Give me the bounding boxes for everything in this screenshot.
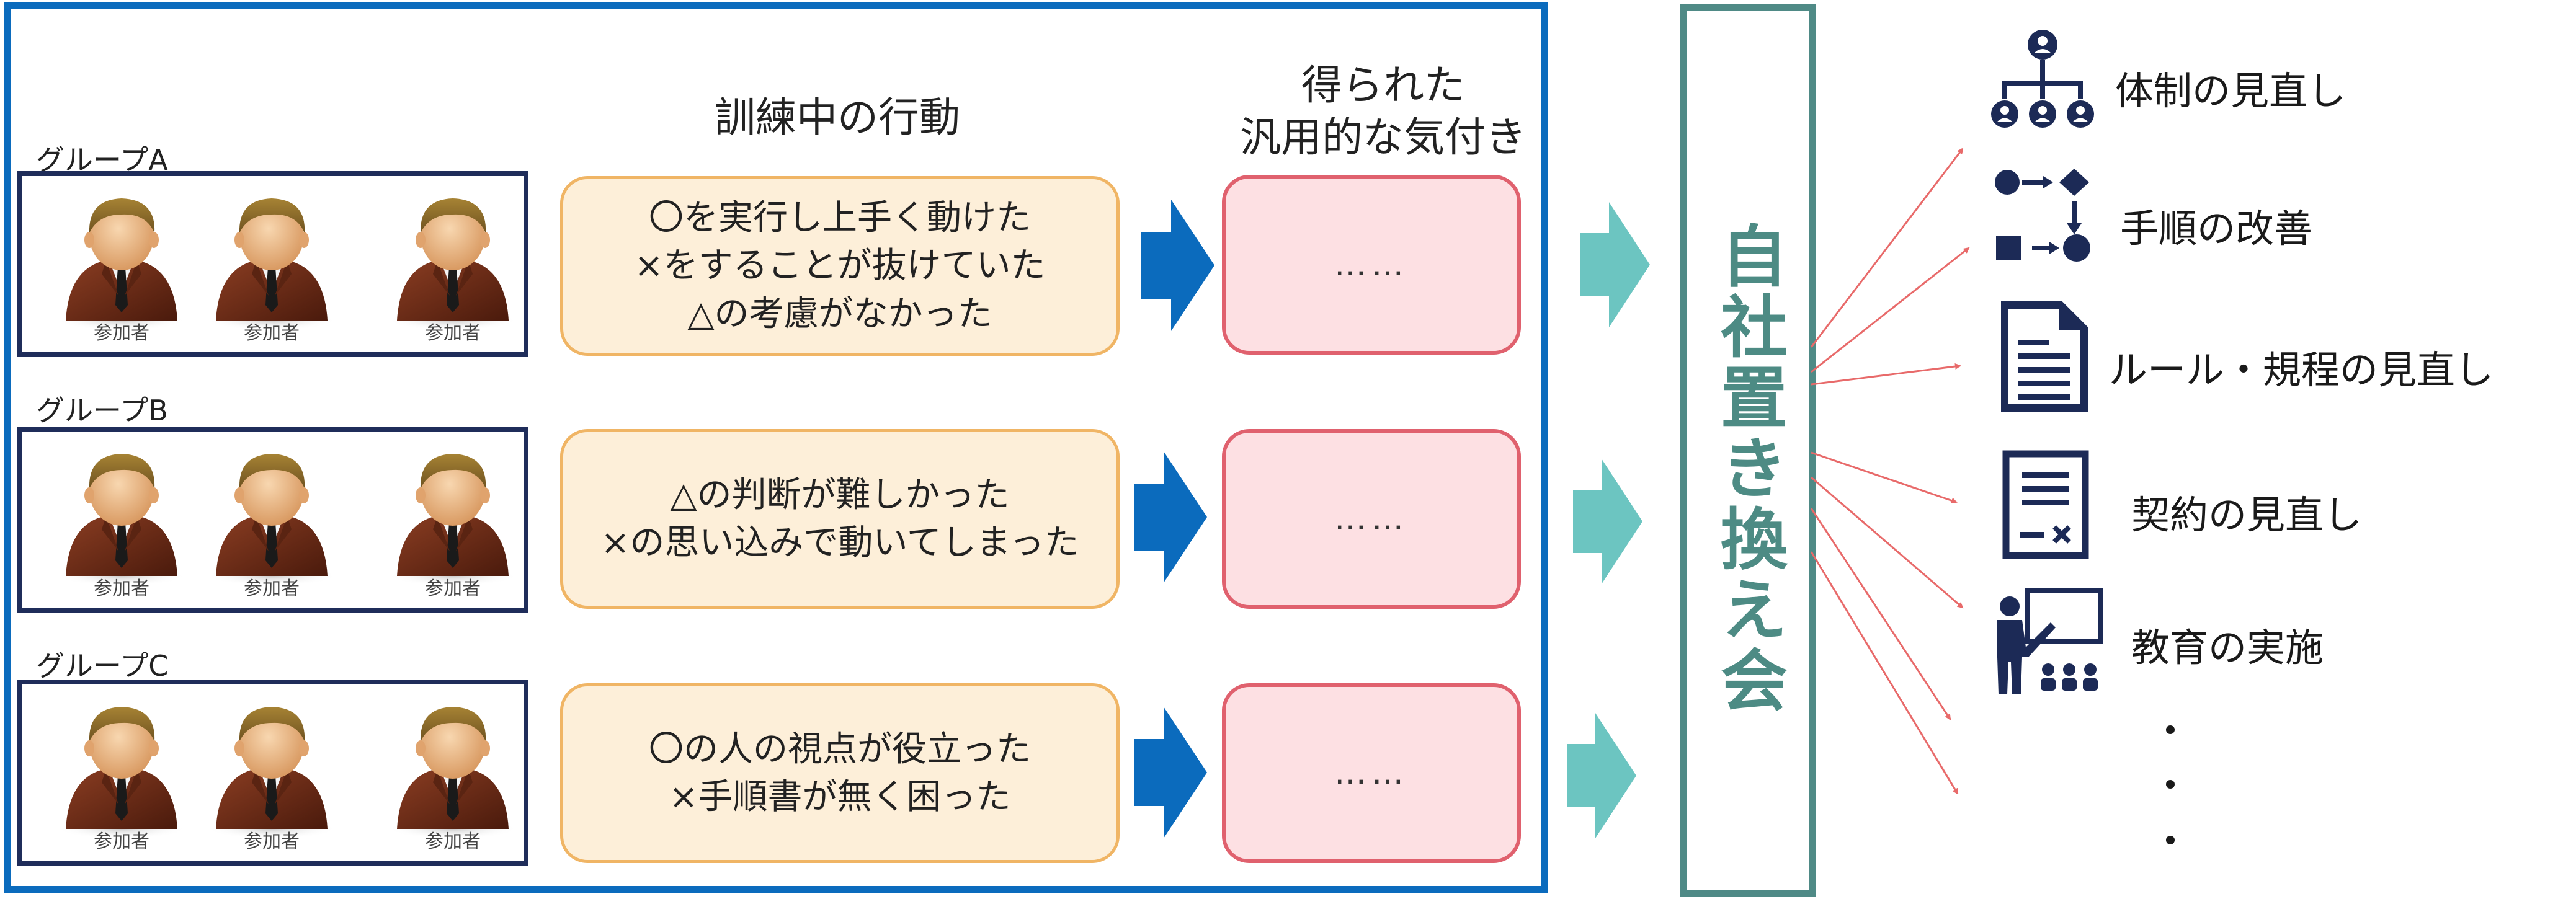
group-b-actions: △の判断が難しかった ×の思い込みで動いてしまった (560, 429, 1120, 609)
action-item: 〇を実行し上手く動けた (649, 198, 1031, 239)
participant-label: 参加者 (244, 322, 300, 344)
participant-label: 参加者 (244, 578, 300, 600)
outcome-label: 契約の見直し (2131, 492, 2363, 538)
group-c-arrow (1134, 707, 1207, 838)
participant-label: 参加者 (94, 831, 149, 852)
continuation-dot (2166, 780, 2175, 789)
group-c-box: 参加者 参加者 参加者 (17, 680, 528, 866)
group-a-insight: …… (1222, 175, 1521, 355)
insight-header-line2: 汎用的な気付き (1240, 113, 1526, 162)
participant-icon (388, 707, 518, 838)
action-item: ×の思い込みで動いてしまった (600, 523, 1079, 563)
participant-label: 参加者 (94, 322, 149, 344)
teal-arrow-1 (1580, 202, 1650, 327)
participant-icon (207, 707, 337, 838)
process-flow-icon (1995, 169, 2090, 262)
teal-arrow-3 (1567, 713, 1636, 838)
participant-label: 参加者 (244, 831, 300, 852)
continuation-dot (2166, 836, 2175, 844)
participant-icon (56, 198, 187, 330)
group-b-box: 参加者 参加者 参加者 (17, 427, 528, 613)
fan-arrow (1811, 451, 1958, 504)
action-column-header: 訓練中の行動 (715, 94, 960, 141)
group-b-insight: …… (1222, 429, 1521, 609)
fan-arrow (1811, 476, 1964, 609)
group-a-actions: 〇を実行し上手く動けた ×をすることが抜けていた △の考慮がなかった (560, 176, 1120, 356)
contract-icon (2002, 450, 2089, 559)
meeting-title: 自社置き換え会 (1709, 221, 1787, 716)
outcome-label: 教育の実施 (2131, 625, 2324, 670)
group-c-label: グループC (36, 649, 169, 683)
insight-header-line1: 得られた (1301, 61, 1465, 109)
outcome-label: 手順の改善 (2120, 206, 2313, 251)
fan-arrow (1811, 508, 1951, 720)
document-icon (2001, 301, 2088, 412)
insight-column-header: 得られた 汎用的な気付き (1166, 60, 1600, 164)
outcome-label: 体制の見直し (2115, 68, 2346, 113)
meeting-box: 自社置き換え会 (1680, 4, 1816, 897)
fan-arrow (1811, 363, 1961, 386)
group-c-actions: 〇の人の視点が役立った ×手順書が無く困った (560, 683, 1120, 863)
fan-arrow (1811, 247, 1970, 373)
outcome-label: ルール・規程の見直し (2109, 347, 2494, 392)
group-c-insight: …… (1222, 683, 1521, 863)
fan-arrow (1811, 148, 1964, 348)
group-a-box: 参加者 参加者 参加者 (17, 171, 528, 357)
participant-label: 参加者 (425, 322, 481, 344)
outcome-fan-arrows (1811, 148, 1970, 795)
participant-label: 参加者 (425, 831, 481, 852)
participant-icon (207, 454, 337, 585)
action-item: △の考慮がなかった (687, 293, 992, 334)
group-a-arrow (1141, 200, 1214, 331)
participant-label: 参加者 (425, 578, 481, 600)
action-item: 〇の人の視点が役立った (649, 728, 1031, 769)
teal-arrow-2 (1573, 459, 1642, 584)
continuation-dot (2166, 725, 2175, 734)
participant-icon (388, 198, 518, 330)
participant-icon (207, 198, 337, 330)
org-chart-icon (1991, 30, 2094, 128)
action-item: △の判断が難しかった (670, 474, 1010, 515)
action-item: ×をすることが抜けていた (634, 246, 1046, 286)
participant-icon (56, 707, 187, 838)
action-item: ×手順書が無く困った (669, 777, 1011, 817)
teacher-icon (1997, 588, 2103, 694)
participant-icon (56, 454, 187, 585)
fan-arrow (1811, 551, 1959, 795)
group-b-label: グループB (36, 394, 168, 427)
group-b-arrow (1134, 451, 1207, 583)
participant-label: 参加者 (94, 578, 149, 600)
participant-icon (388, 454, 518, 585)
